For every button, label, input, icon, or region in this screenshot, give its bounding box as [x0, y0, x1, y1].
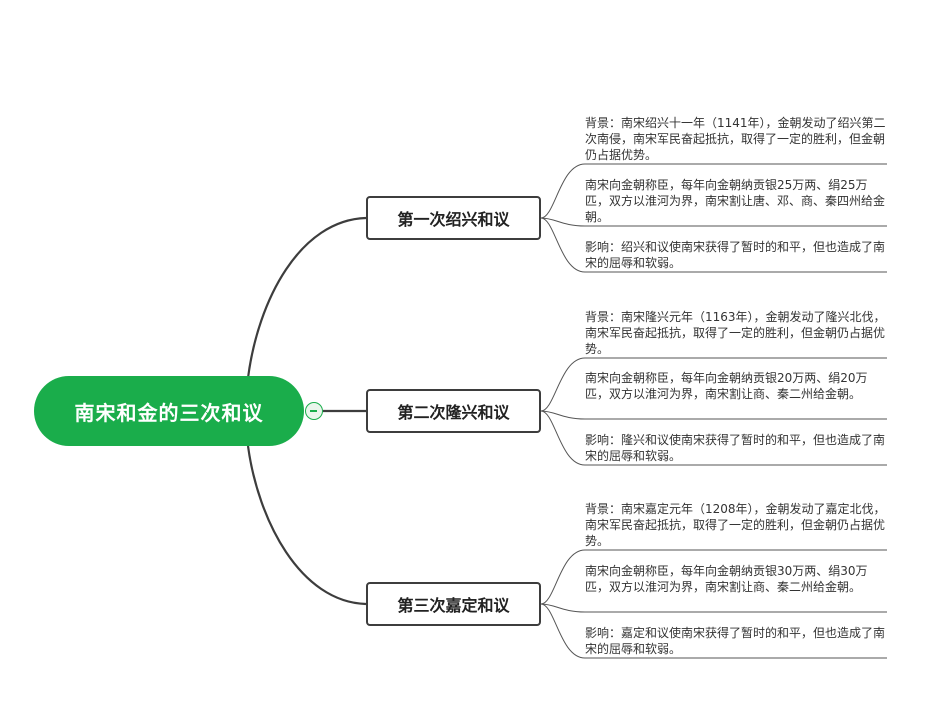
leaf-topic-1-2[interactable]: 南宋向金朝称臣，每年向金朝纳贡银25万两、绢25万匹，双方以淮河为界，南宋割让唐…	[585, 178, 886, 224]
leaf-topic-3-1[interactable]: 背景：南宋嘉定元年（1208年），金朝发动了嘉定北伐，南宋军民奋起抵抗，取得了一…	[585, 502, 886, 548]
connector-root-branch-3	[246, 445, 367, 606]
branch-topic-1[interactable]: 第一次绍兴和议	[366, 196, 541, 240]
connector-branch-1-leaf-3	[540, 217, 887, 273]
connector-branch-2-leaf-1	[540, 357, 887, 412]
leaf-topic-1-1[interactable]: 背景：南宋绍兴十一年（1141年），金朝发动了绍兴第二次南侵，南宋军民奋起抵抗，…	[585, 116, 886, 162]
leaf-topic-2-3[interactable]: 影响：隆兴和议使南宋获得了暂时的和平，但也造成了南宋的屈辱和软弱。	[585, 433, 886, 463]
connector-branch-1-leaf-2	[540, 217, 887, 227]
connector-root-branch-1	[246, 216, 367, 379]
branch-topic-3[interactable]: 第三次嘉定和议	[366, 582, 541, 626]
root-topic[interactable]: 南宋和金的三次和议	[34, 376, 304, 446]
leaf-topic-1-3[interactable]: 影响：绍兴和议使南宋获得了暂时的和平，但也造成了南宋的屈辱和软弱。	[585, 240, 886, 270]
leaf-topic-2-1[interactable]: 背景：南宋隆兴元年（1163年），金朝发动了隆兴北伐，南宋军民奋起抵抗，取得了一…	[585, 310, 886, 356]
connector-branch-2-leaf-2	[540, 410, 887, 420]
connector-branch-1-leaf-1	[540, 163, 887, 219]
connector-branch-3-leaf-3	[540, 603, 887, 659]
leaf-topic-3-3[interactable]: 影响：嘉定和议使南宋获得了暂时的和平，但也造成了南宋的屈辱和软弱。	[585, 626, 886, 656]
branch-topic-2[interactable]: 第二次隆兴和议	[366, 389, 541, 433]
collapse-toggle-icon[interactable]	[305, 402, 323, 420]
leaf-topic-2-2[interactable]: 南宋向金朝称臣，每年向金朝纳贡银20万两、绢20万匹，双方以淮河为界，南宋割让商…	[585, 371, 868, 401]
connector-branch-3-leaf-2	[540, 603, 887, 613]
connector-branch-3-leaf-1	[540, 549, 887, 605]
connector-branch-2-leaf-3	[540, 410, 887, 466]
leaf-topic-3-2[interactable]: 南宋向金朝称臣，每年向金朝纳贡银30万两、绢30万匹，双方以淮河为界，南宋割让商…	[585, 564, 868, 594]
